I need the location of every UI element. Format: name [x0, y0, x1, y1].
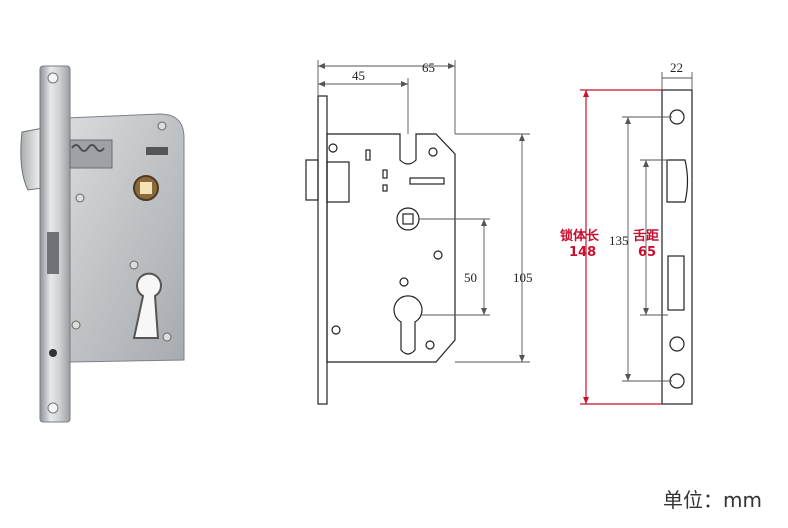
faceplate-hole	[49, 349, 57, 357]
drawing-latch-slot	[326, 161, 350, 203]
lock-body-length-label: 锁体长	[560, 228, 600, 244]
lock-body-length-value: 148	[569, 245, 596, 260]
side-faceplate	[661, 89, 693, 405]
spring-coil	[71, 144, 105, 152]
deadbolt-slot	[47, 232, 59, 274]
drawing-screw-2	[428, 147, 438, 157]
case-screw-1	[75, 193, 85, 203]
cylinder-hole	[132, 272, 162, 339]
drawing-cylinder-hole	[393, 295, 423, 355]
drawing-spindle-square	[402, 213, 414, 225]
drawing-screw-6	[425, 340, 435, 350]
drawing-screw-5	[331, 325, 341, 335]
faceplate-screw-bottom	[47, 402, 59, 414]
unit-label: 单位：mm	[663, 488, 762, 512]
side-latch-opening	[666, 159, 689, 203]
drawing-screw-1	[328, 143, 338, 153]
drawing-small-slot-2	[382, 169, 388, 179]
lock-body-photo	[20, 65, 185, 423]
dim-faceplate: 135	[609, 233, 629, 248]
drawing-small-slot-3	[382, 184, 388, 192]
drawing-screw-3	[433, 250, 443, 260]
faceplate-screw-top	[47, 72, 59, 84]
drawing-small-slot-1	[409, 177, 445, 185]
dim-body-height: 105	[513, 270, 533, 285]
drawing-screw-4	[399, 277, 409, 287]
side-screw-bottom	[669, 373, 685, 389]
latch-distance-label: 舌距	[633, 228, 659, 244]
drawing-small-slot-4	[365, 149, 371, 161]
case-slot	[146, 147, 168, 155]
side-view-drawing	[580, 72, 693, 405]
side-deadbolt-opening	[667, 255, 685, 311]
front-view-drawing	[305, 60, 530, 405]
drawing-faceplate	[317, 95, 328, 405]
dim-total-width: 65	[422, 60, 435, 75]
drawing-latch	[305, 159, 319, 201]
drawing-spindle	[396, 207, 420, 231]
drawing-case-outline	[326, 133, 456, 363]
case-screw-2	[129, 260, 139, 270]
side-screw-top	[669, 109, 685, 125]
dim-thickness: 22	[670, 60, 683, 75]
dim-backset: 45	[352, 68, 365, 83]
case-screw-3	[71, 320, 81, 330]
case-screw-4	[162, 332, 172, 342]
latch-distance-value: 65	[638, 245, 656, 260]
spindle-square	[140, 182, 152, 194]
side-screw-mid	[669, 336, 685, 352]
case-screw-5	[157, 121, 167, 131]
dim-center-distance: 50	[464, 270, 477, 285]
